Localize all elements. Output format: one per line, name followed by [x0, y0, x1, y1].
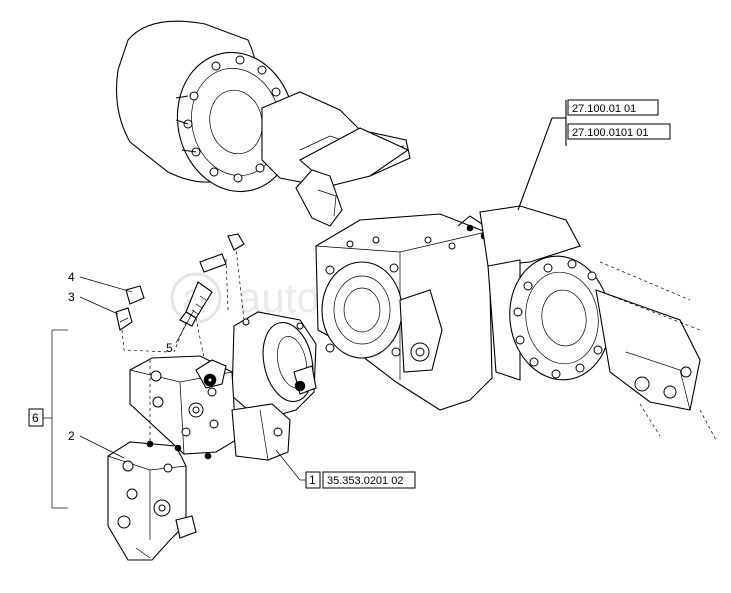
axle-reference-2-text: 27.100.0101 01 — [572, 127, 648, 139]
axle-reference-2: 27.100.0101 01 — [567, 123, 671, 140]
callout-2-label: 2 — [68, 429, 75, 443]
callout-1: 1 35.353.0201 02 — [275, 449, 416, 489]
callout-6-label: 6 — [32, 411, 39, 425]
assembly-lines — [121, 247, 245, 444]
hydraulic-motor — [129, 311, 317, 461]
callout-5-label: 5 — [166, 341, 173, 355]
axle-reference-leader — [517, 100, 567, 211]
valve-block — [107, 440, 197, 561]
callout-3: 3 — [68, 290, 119, 315]
callout-4-label: 4 — [68, 270, 75, 284]
axle-reference-1-text: 27.100.01 01 — [572, 103, 636, 115]
callout-2: 2 — [68, 429, 125, 459]
pipe-assembly — [125, 233, 245, 305]
callout-5: 5 — [166, 309, 195, 355]
callout-6: 6 — [28, 329, 68, 509]
reference-1-text: 35.353.0201 02 — [327, 475, 403, 487]
callout-1-label: 1 — [309, 473, 316, 487]
axle-reference-1: 27.100.01 01 — [567, 99, 659, 116]
elbow-fitting — [115, 307, 133, 331]
callout-4: 4 — [68, 270, 133, 293]
callout-3-label: 3 — [68, 290, 75, 304]
axle-housing — [115, 20, 717, 441]
